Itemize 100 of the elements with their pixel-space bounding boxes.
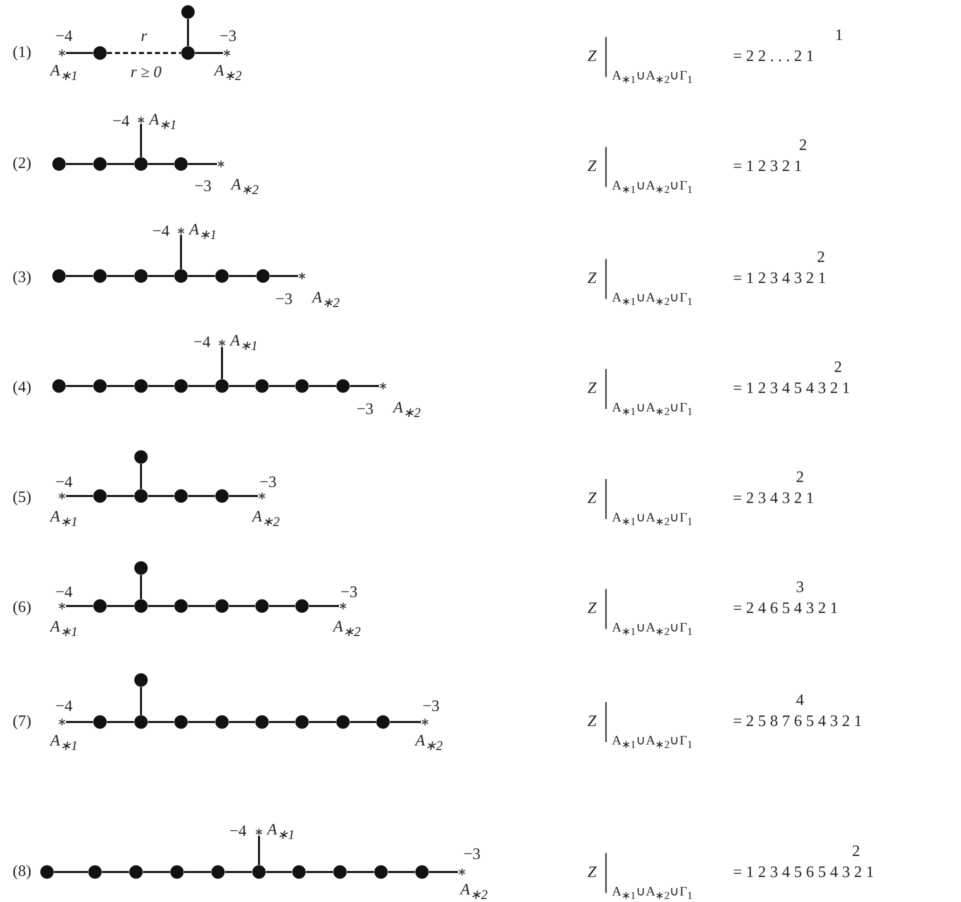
vertex-dot <box>181 46 195 60</box>
graph-edge <box>229 385 255 387</box>
multiplicity-sequence: = 1 2 3 4 3 2 1 <box>733 271 826 287</box>
vertex-dot <box>93 46 107 60</box>
curve-label: A$_{∗1}$ <box>149 112 177 132</box>
asterisk-mark <box>218 339 226 347</box>
graph-edge <box>188 495 215 497</box>
weight-label: −3 <box>340 585 358 601</box>
graph-edge <box>225 871 252 873</box>
graph-edge <box>350 721 376 723</box>
graph-edge <box>148 385 174 387</box>
vertex-dot <box>52 157 66 171</box>
vertex-dot <box>134 489 148 503</box>
vertex-dot <box>174 269 188 283</box>
row-number: (2) <box>12 156 32 172</box>
curve-label: A$_{∗1}$ <box>50 620 78 638</box>
coefficient-label: 2 <box>796 470 804 486</box>
vertex-dot <box>295 599 309 613</box>
weight-label: −3 <box>275 292 293 308</box>
graph-edge <box>258 836 260 865</box>
vertex-dot <box>295 715 309 729</box>
curve-label: A$_{∗2}$ <box>312 290 340 310</box>
vertex-dot <box>93 379 107 393</box>
vertex-dot <box>93 269 107 283</box>
vertex-dot <box>374 865 388 879</box>
asterisk-mark <box>177 227 185 235</box>
vertex-dot <box>134 450 148 464</box>
graph-edge <box>148 275 174 277</box>
row-number: (4) <box>12 380 32 396</box>
weight-label: −3 <box>356 402 374 418</box>
graph-edge <box>429 871 458 873</box>
graph-edge <box>102 871 129 873</box>
vertex-dot <box>134 715 148 729</box>
vertex-dot <box>93 489 107 503</box>
graph-edge <box>107 163 134 165</box>
curve-label: A$_{∗1}$ <box>50 510 78 528</box>
variable-label: Z <box>588 159 596 175</box>
weight-label: −4 <box>55 699 73 715</box>
asterisk-mark <box>58 602 66 610</box>
subscript-label: A$_{∗1}$∪A$_{∗2}$∪Γ$_{1}$ <box>612 733 693 751</box>
asterisk-mark <box>223 49 231 57</box>
vertex-dot <box>215 599 229 613</box>
graph-edge <box>66 163 93 165</box>
graph-edge <box>148 163 174 165</box>
coefficient-label: 2 <box>799 138 807 154</box>
curve-label: A$_{∗2}$ <box>333 620 361 638</box>
vertex-dot <box>215 489 229 503</box>
graph-edge <box>180 235 182 269</box>
graph-edge <box>54 871 88 873</box>
coefficient-label: 2 <box>852 844 860 860</box>
variable-label: Z <box>588 714 596 730</box>
multiplicity-sequence: = 1 2 3 2 1 <box>733 159 802 175</box>
asterisk-mark <box>379 382 387 390</box>
multiplicity-sequence: = 1 2 3 4 5 4 3 2 1 <box>733 381 850 397</box>
curve-label: A$_{∗2}$ <box>214 64 242 82</box>
multiplicity-sequence: = 1 2 3 4 5 6 5 4 3 2 1 <box>733 865 874 881</box>
vertex-dot <box>376 715 390 729</box>
graph-edge <box>269 385 295 387</box>
vertex-dot <box>93 157 107 171</box>
subscript-label: A$_{∗1}$∪A$_{∗2}$∪Γ$_{1}$ <box>612 620 693 638</box>
variable-label: Z <box>588 271 596 287</box>
graph-edge <box>269 605 295 607</box>
coefficient-label: 1 <box>835 28 843 44</box>
weight-label: −4 <box>55 585 73 601</box>
weight-label: −4 <box>55 29 73 45</box>
weight-label: −3 <box>422 699 440 715</box>
coefficient-label: 3 <box>796 580 804 596</box>
graph-edge <box>309 721 336 723</box>
graph-edge <box>188 275 215 277</box>
vertex-dot <box>415 865 429 879</box>
coefficient-label: 4 <box>796 693 804 709</box>
coefficient-label: 2 <box>817 250 825 266</box>
edge-label: r <box>140 29 148 45</box>
vertex-dot <box>129 865 143 879</box>
vertex-dot <box>215 715 229 729</box>
graph-edge <box>229 275 256 277</box>
graph-edge <box>221 347 223 379</box>
graph-edge <box>270 275 298 277</box>
weight-label: −4 <box>193 335 211 351</box>
curve-label: A$_{∗2}$ <box>460 882 488 902</box>
graph-edge <box>66 275 93 277</box>
subscript-label: A$_{∗1}$∪A$_{∗2}$∪Γ$_{1}$ <box>612 884 693 902</box>
graph-edge <box>306 871 333 873</box>
subscript-label: A$_{∗1}$∪A$_{∗2}$∪Γ$_{1}$ <box>612 178 693 196</box>
graph-edge <box>229 495 258 497</box>
graph-edge <box>309 385 336 387</box>
graph-edge <box>66 385 93 387</box>
multiplicity-sequence: = 2 2 . . . 2 1 <box>733 49 814 65</box>
variable-label: Z <box>588 601 596 617</box>
graph-edge <box>266 871 292 873</box>
vertex-dot <box>336 715 350 729</box>
vertex-dot <box>174 157 188 171</box>
weight-label: −3 <box>219 29 237 45</box>
curve-label: A$_{∗1}$ <box>267 822 295 842</box>
graph-edge <box>107 495 134 497</box>
graph-edge <box>229 605 255 607</box>
weight-label: −3 <box>194 179 212 195</box>
row-number: (5) <box>12 490 32 506</box>
graph-edge <box>187 19 189 46</box>
weight-label: −4 <box>112 114 130 130</box>
